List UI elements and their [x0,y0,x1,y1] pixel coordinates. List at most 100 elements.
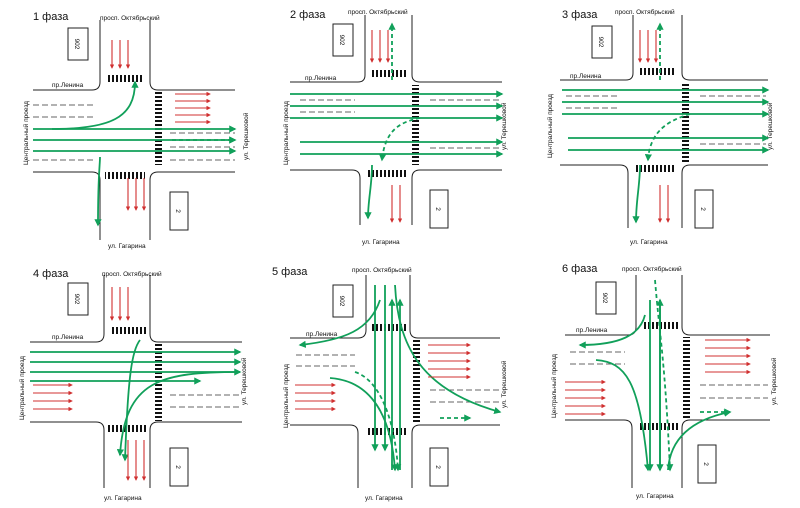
building-label: 2 [702,462,709,466]
red-stops [33,287,147,481]
green-dashed-movement-arrow [378,117,421,162]
building-2: 2 [169,447,189,487]
building-902: 902 [332,23,354,57]
road-edges [290,15,502,225]
street-label-east: ул. Терешковой [500,102,508,150]
phase-title: 5 фаза [272,266,308,278]
street-label-south: ул. Гагарина [108,243,146,250]
phase-title: 1 фаза [33,11,69,23]
green-movements [290,22,504,220]
green-movements [562,22,770,224]
street-label-north: просп. Октябрьский [100,14,160,22]
building-902: 902 [591,25,613,59]
green-movements [30,339,242,462]
building-902: 902 [595,281,617,315]
building-label: 2 [434,465,441,469]
street-label-west: пр.Ленина [576,327,608,334]
street-label-west: пр.Ленина [306,331,338,338]
street-label-west: пр.Ленина [570,73,602,80]
building-label: 902 [338,35,345,46]
lane-markings [170,394,240,408]
street-label-north: просп. Октябрьский [102,270,162,278]
building-label: 2 [699,207,706,211]
road-edges [290,275,500,488]
green-movements [298,284,502,472]
building-label: 902 [601,293,608,304]
building-2: 2 [697,444,717,484]
phase-title: 6 фаза [562,263,598,275]
green-movement-arrow [578,314,646,349]
street-label-west-side: Центральный проезд [22,101,30,165]
red-stops [637,30,671,223]
street-label-east: ул. Терешковой [240,357,248,405]
building-902: 902 [67,27,89,61]
lane-markings [570,351,768,399]
crosswalks [368,70,419,177]
green-movement-arrow [364,164,373,220]
street-label-west-side: Центральный проезд [550,354,558,418]
phase-panel-1: 1 фаза 902 2 просп. Октябрьский пр.Ленин… [22,11,250,250]
crosswalks [105,75,162,179]
street-label-west: пр.Ленина [52,82,84,89]
red-stops [295,342,471,412]
street-label-north: просп. Октябрьский [622,265,682,273]
building-2: 2 [169,191,189,231]
green-dashed-movement-arrow [644,113,691,162]
green-movements [578,279,732,472]
building-902: 902 [67,282,89,316]
building-902: 902 [332,284,354,318]
road-edges [560,15,768,228]
building-label: 902 [73,39,80,50]
street-label-south: ул. Гагарина [104,495,142,502]
lane-markings [33,104,235,161]
phase-panel-4: 4 фаза 902 2 просп. Октябрьский пр.Ленин… [18,268,248,502]
crosswalks [108,327,162,432]
phase-panel-3: 3 фаза 902 2 просп. Октябрьский пр.Ленин… [546,8,774,246]
street-label-west-side: Центральный проезд [546,94,554,158]
road-edges [30,275,242,488]
phase-title: 2 фаза [290,9,326,21]
street-label-west: пр.Ленина [52,334,84,341]
green-dashed-movement-arrow [654,279,674,472]
phase-panel-6: 6 фаза 902 2 просп. Октябрьский пр.Ленин… [550,263,778,500]
building-2: 2 [694,189,714,229]
phase-title: 3 фаза [562,9,598,21]
green-movements [33,80,237,227]
building-label: 2 [434,207,441,211]
crosswalks [640,322,690,430]
green-movement-arrow [298,299,381,348]
street-label-south: ул. Гагарина [362,239,400,246]
phase-title: 4 фаза [33,268,69,280]
street-label-east: ул. Терешковой [770,357,778,405]
green-movement-arrow [595,359,652,472]
green-movement-arrow [121,339,141,462]
green-dashed-movement-arrow [354,371,402,472]
building-2: 2 [429,189,449,229]
street-label-north: просп. Октябрьский [348,8,408,16]
red-stops [369,30,403,223]
green-movement-arrow [51,80,139,130]
lane-markings [296,354,500,403]
red-stops [565,337,751,417]
street-label-west-side: Центральный проезд [282,364,290,428]
road-edges [33,20,235,240]
street-label-east: ул. Терешковой [242,112,250,160]
building-2: 2 [429,447,449,487]
building-label: 2 [174,465,181,469]
street-label-south: ул. Гагарина [365,495,403,502]
building-label: 902 [73,294,80,305]
street-label-north: просп. Октябрьский [352,266,412,274]
street-label-east: ул. Терешковой [766,102,774,150]
crosswalks [636,68,689,172]
green-movement-arrow [394,284,502,414]
green-movement-arrow [116,371,241,457]
red-stops [109,40,211,211]
lane-markings [566,95,766,145]
green-movement-arrow [329,377,399,472]
street-label-west: пр.Ленина [305,75,337,82]
green-movement-arrow [94,156,102,227]
street-label-east: ул. Терешковой [500,360,508,408]
street-label-west-side: Центральный проезд [18,356,26,420]
lane-markings [300,99,500,149]
